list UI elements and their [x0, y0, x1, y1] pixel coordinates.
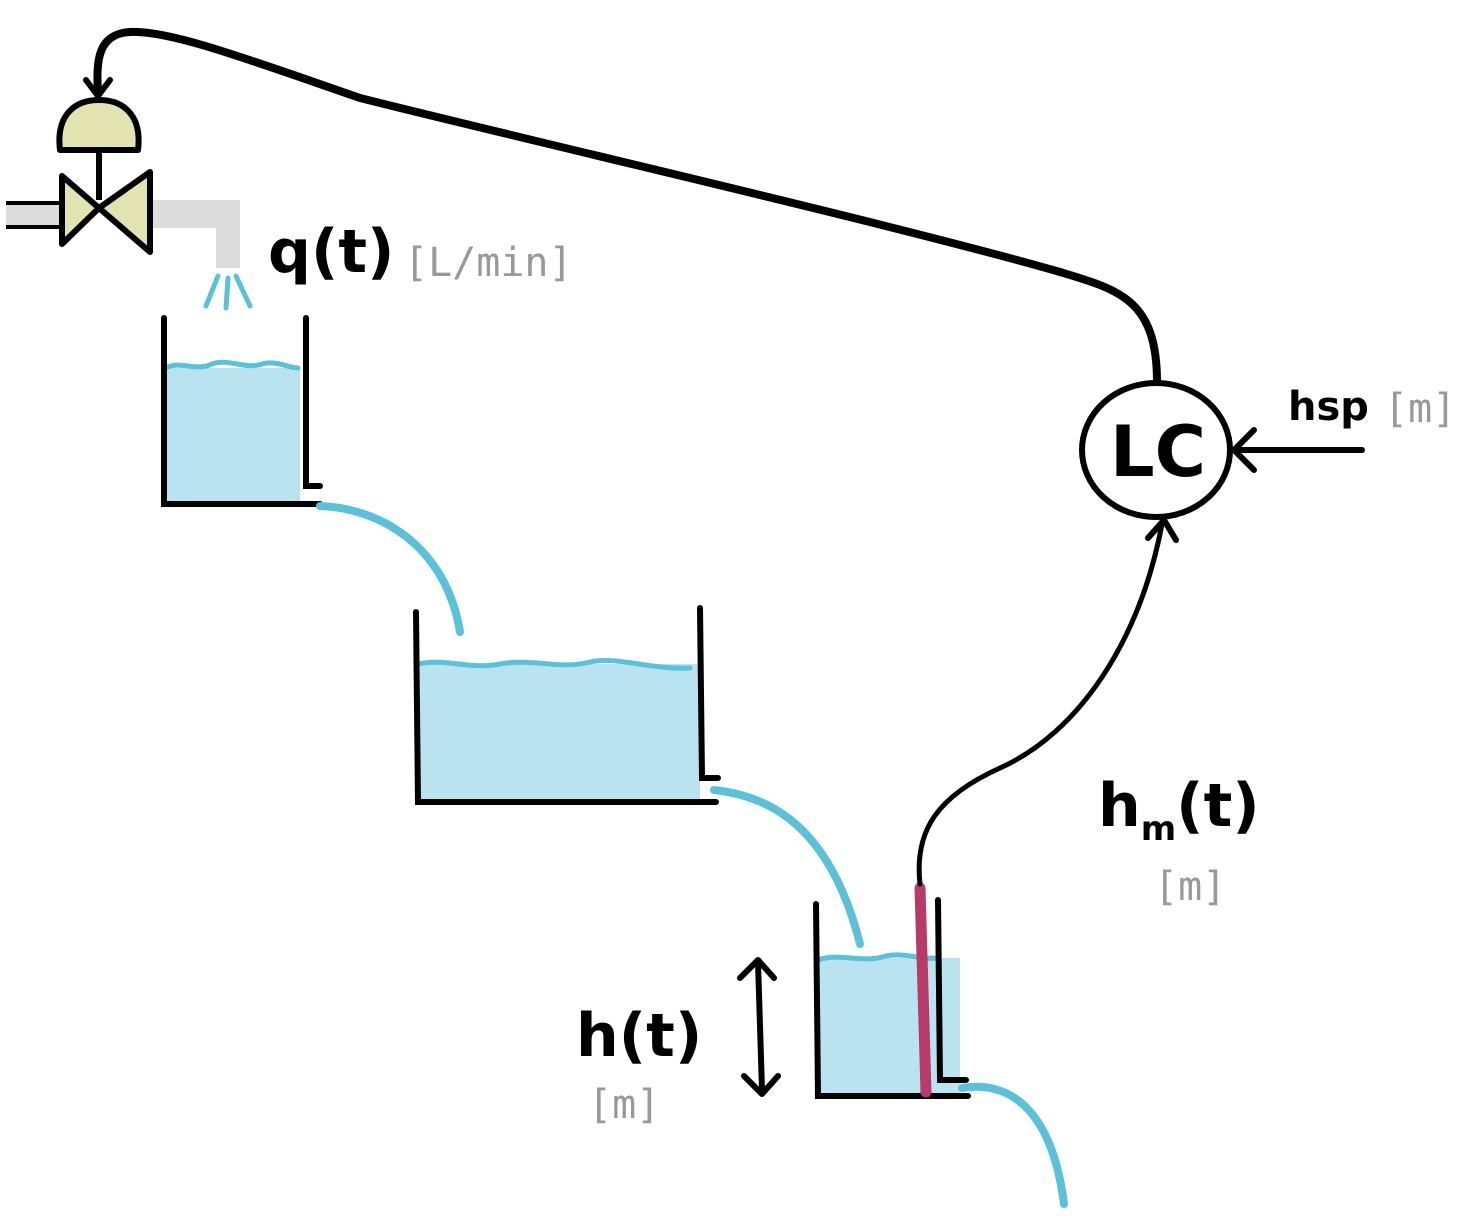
measurement-signal-line — [916, 521, 1165, 887]
valve-actuator-icon — [56, 97, 142, 153]
level-label: h(t) — [576, 1001, 702, 1071]
actuator-arrowhead-icon — [83, 77, 113, 99]
control-valve-icon — [59, 169, 153, 255]
setpoint-arrowhead-icon — [1231, 427, 1257, 473]
tank-1-wall — [161, 315, 323, 507]
measured-level-unit: [m] — [1154, 864, 1226, 910]
tank-2-wall — [413, 605, 721, 805]
outlet-pipe — [150, 200, 240, 268]
level-arrow-up-icon — [737, 957, 777, 981]
inlet-pipe-left — [6, 205, 66, 225]
level-double-arrow — [755, 959, 765, 1093]
inflow-unit: [L/min] — [404, 240, 573, 286]
measured-level-label: hm(t) — [1098, 771, 1260, 849]
setpoint-label: hsp — [1288, 384, 1369, 430]
control-signal-line — [93, 27, 1161, 386]
tank-1-outflow — [316, 502, 464, 636]
measured-main: h — [1098, 771, 1141, 841]
inflow-spray — [203, 273, 253, 311]
level-controller-circle — [1079, 380, 1233, 520]
tank-1-water — [166, 368, 300, 504]
tank-2-surface — [415, 657, 693, 671]
measured-subscript: m — [1141, 809, 1176, 849]
controller-label: LC — [1110, 411, 1206, 493]
measurement-arrowhead-icon — [1145, 517, 1179, 543]
tank-3-wall — [813, 897, 971, 1099]
tank-3-outflow — [958, 1082, 1068, 1208]
level-arrow-down-icon — [741, 1073, 781, 1097]
measured-tail: (t) — [1176, 771, 1260, 841]
tank-1-surface — [163, 359, 301, 371]
tank-2-outflow — [710, 786, 864, 948]
inflow-label: q(t) — [268, 217, 394, 287]
tank-2-water — [420, 664, 700, 800]
setpoint-unit: [m] — [1384, 386, 1456, 432]
level-sensor — [914, 882, 932, 1098]
level-unit: [m] — [588, 1082, 660, 1128]
